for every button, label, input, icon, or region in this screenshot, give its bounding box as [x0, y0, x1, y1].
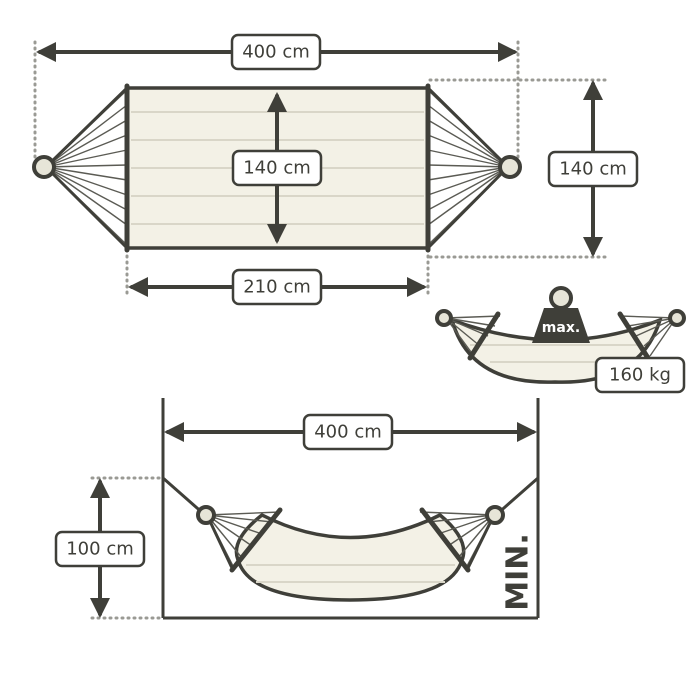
height-label: 100 cm	[66, 539, 134, 560]
mount-right-rope-edge	[466, 514, 496, 569]
width-label-box	[231, 149, 323, 187]
mount-left-rope-edge	[205, 514, 234, 569]
weight-left-bar	[467, 311, 501, 361]
distance-label-box	[302, 413, 394, 451]
left-rope-edge-top	[44, 86, 129, 169]
right-ring-icon	[498, 155, 522, 179]
mount-left-ring-icon	[196, 505, 216, 525]
left-suspension-rope	[162, 476, 206, 517]
bed-length-label-box	[231, 268, 323, 306]
right-suspension-rope	[495, 476, 539, 517]
width-side-label: 140 cm	[559, 159, 627, 180]
distance-label: 400 cm	[314, 422, 382, 443]
hanging-hammock-body	[234, 512, 466, 602]
mount-right-ring-icon	[485, 505, 505, 525]
load-label-box	[594, 356, 686, 394]
height-label-box	[54, 530, 146, 568]
weight-icon	[532, 308, 590, 343]
load-label: 160 kg	[609, 365, 671, 386]
right-rope-edge-bottom	[426, 165, 510, 250]
min-label: MIN.	[501, 533, 536, 611]
left-rope-edge-bottom	[44, 165, 129, 250]
right-rope-edge-top	[426, 86, 510, 169]
hammock-mounting-view: 400 cm 100 cm MIN.	[54, 398, 540, 620]
weight-right-ring-icon	[668, 309, 686, 327]
length-label-box	[230, 33, 322, 71]
width-side-label-box	[547, 150, 639, 188]
hammock-weight-view: max. 160 kg	[435, 286, 686, 394]
left-ropes	[45, 89, 128, 246]
length-label: 400 cm	[242, 42, 310, 63]
weight-left-ring-icon	[435, 309, 453, 327]
weight-right-bar	[617, 311, 651, 361]
mount-left-bar	[229, 507, 283, 573]
bed-length-label: 210 cm	[243, 277, 311, 298]
right-ropes	[427, 89, 509, 246]
mount-right-bar	[419, 507, 471, 573]
left-ring-icon	[32, 155, 56, 179]
width-label: 140 cm	[243, 158, 311, 179]
weight-handle-icon	[549, 286, 573, 310]
weight-max-label: max.	[542, 320, 580, 336]
hammock-top-view: 400 cm 140 cm 140 cm 210 cm	[32, 33, 639, 306]
